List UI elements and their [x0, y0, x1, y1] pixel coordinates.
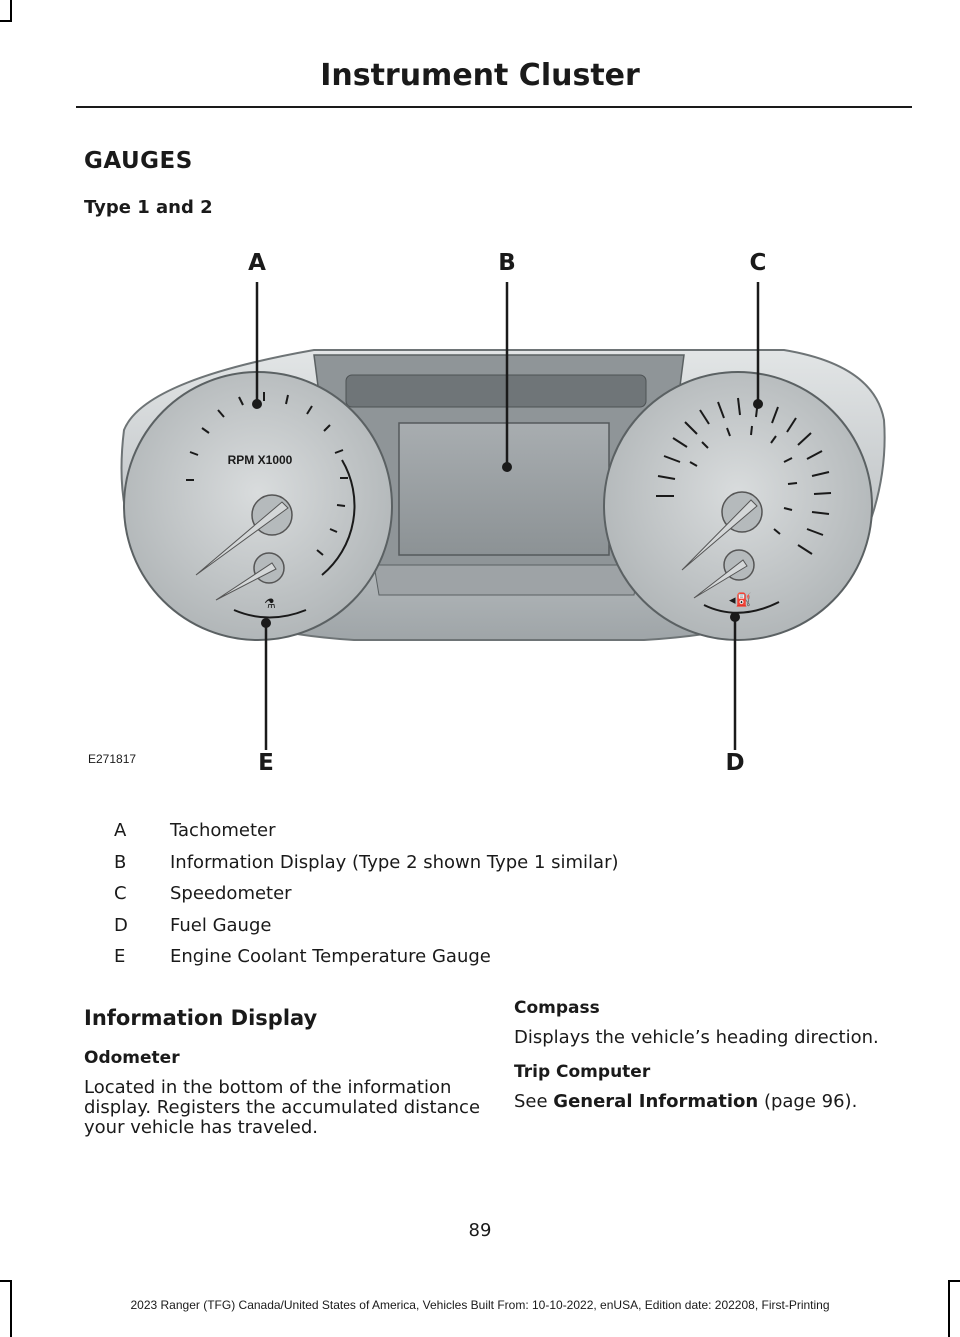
crop-mark — [10, 0, 12, 20]
top-vent — [345, 374, 647, 408]
page-footer: 2023 Ranger (TFG) Canada/United States o… — [130, 1298, 830, 1312]
information-display-screen — [398, 422, 610, 556]
coolant-gauge-needle — [215, 562, 277, 601]
legend-key: E — [114, 946, 126, 967]
callout-a: A — [248, 250, 266, 276]
compass-text: Displays the vehicle’s heading direction… — [514, 1027, 879, 1048]
tachometer-arc — [321, 459, 356, 576]
legend-value: Fuel Gauge — [170, 914, 272, 936]
legend-key: B — [114, 851, 127, 873]
tachometer-needle — [195, 501, 289, 576]
legend-key: D — [114, 914, 128, 936]
legend-row: C Speedometer — [84, 883, 784, 915]
crop-mark — [10, 1280, 12, 1337]
callout-leaders — [255, 282, 760, 750]
section-subtitle: Type 1 and 2 — [84, 197, 213, 218]
section-title: GAUGES — [84, 148, 193, 174]
legend-key: A — [114, 820, 127, 841]
coolant-gauge-arc — [233, 609, 307, 619]
callout-d: D — [725, 750, 744, 770]
legend-value: Speedometer — [170, 883, 292, 904]
trip-computer-heading: Trip Computer — [514, 1062, 651, 1082]
fuel-gauge-needle — [693, 559, 748, 599]
trip-see: See — [514, 1091, 554, 1112]
page-number: 89 — [468, 1220, 492, 1241]
legend-row: D Fuel Gauge — [84, 915, 784, 947]
callout-legend: A Tachometer B Information Display (Type… — [84, 820, 784, 978]
page-header-title: Instrument Cluster — [320, 58, 640, 93]
legend-key: C — [114, 883, 127, 904]
legend-row: E Engine Coolant Temperature Gauge — [84, 946, 784, 978]
legend-row: B Information Display (Type 2 shown Type… — [84, 852, 784, 884]
crop-mark — [948, 1280, 960, 1282]
legend-row: A Tachometer — [84, 820, 784, 852]
figure-id: E271817 — [88, 752, 137, 766]
callout-b: B — [498, 250, 516, 276]
fuel-pump-icon: ◂⛽ — [729, 592, 752, 608]
right-column: Compass Displays the vehicle’s heading d… — [514, 998, 914, 1126]
legend-value: Information Display (Type 2 shown Type 1… — [170, 851, 619, 873]
lower-vent — [373, 564, 640, 596]
general-information-link[interactable]: General Information — [553, 1091, 759, 1112]
odometer-heading: Odometer — [84, 1048, 180, 1068]
trip-page-ref: (page 96). — [758, 1091, 858, 1112]
tachometer-scale-label: RPM X1000 — [228, 453, 293, 467]
information-display-heading: Information Display — [84, 1006, 318, 1030]
crop-mark — [0, 20, 12, 22]
odometer-text: Located in the bottom of the information… — [84, 1077, 481, 1138]
callout-c: C — [750, 250, 767, 276]
speedometer-needle — [681, 499, 758, 571]
tachometer-ticks — [186, 392, 348, 556]
trip-computer-text: See General Information (page 96). — [514, 1092, 914, 1112]
legend-value: Tachometer — [170, 820, 276, 841]
compass-heading: Compass — [514, 998, 600, 1018]
crop-mark — [948, 1280, 950, 1337]
fuel-gauge-arc — [703, 601, 780, 614]
left-column: Information Display Odometer Located in … — [84, 1006, 484, 1152]
crop-mark — [0, 1280, 12, 1282]
callout-e: E — [258, 750, 274, 770]
coolant-thermometer-icon: ⚗ — [264, 597, 276, 612]
header-rule — [76, 106, 912, 108]
callout-dots — [252, 399, 763, 628]
speedometer-ticks — [656, 397, 832, 555]
instrument-cluster-figure: RPM X1000 ⚗ — [84, 230, 914, 770]
legend-value: Engine Coolant Temperature Gauge — [170, 946, 491, 967]
cluster-illustration: RPM X1000 ⚗ — [120, 250, 886, 770]
